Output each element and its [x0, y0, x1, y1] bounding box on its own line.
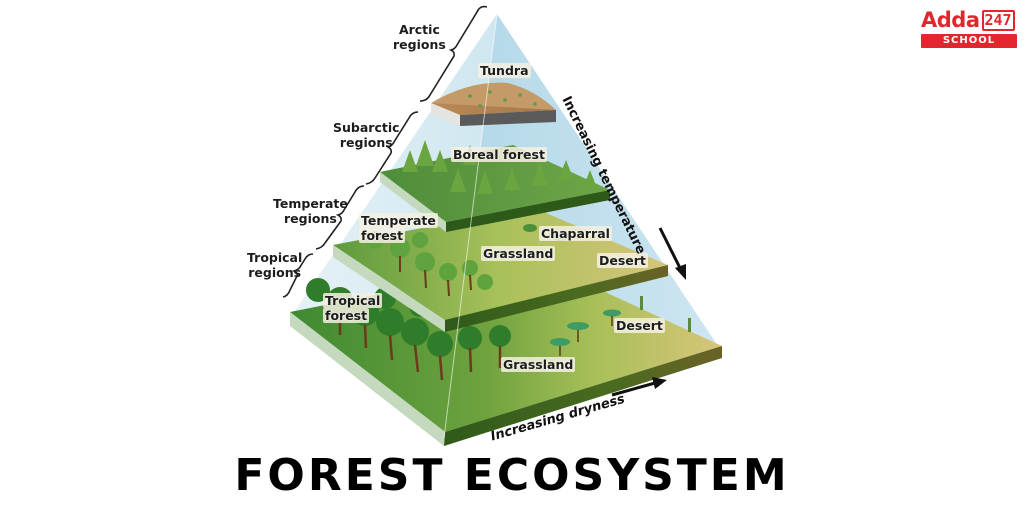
adda247-school-logo[interactable]: Adda 247 SCHOOL	[921, 8, 1017, 50]
logo-number: 247	[981, 9, 1015, 31]
biome-label-tropical-desert: Desert	[614, 318, 665, 333]
biome-label-temperate-grassland: Grassland	[481, 246, 556, 261]
dryness-arrow	[611, 377, 667, 397]
biome-label-line: Temperate	[359, 213, 438, 228]
region-label-line: regions	[393, 37, 446, 52]
biome-label-tropical-grassland: Grassland	[501, 357, 576, 372]
biome-label-line: forest	[359, 228, 406, 243]
logo-school-badge: SCHOOL	[921, 34, 1017, 48]
biome-label-temperate-desert: Desert	[597, 253, 648, 268]
biome-label-chaparral: Chaparral	[539, 226, 612, 241]
region-label-line: Tropical	[247, 250, 303, 265]
region-label-temperate: Temperate regions	[273, 196, 348, 226]
logo-wordmark: Adda 247	[921, 8, 1015, 32]
temperate-brace	[315, 185, 365, 250]
region-label-line: Temperate	[273, 196, 348, 211]
boreal-layer	[380, 140, 610, 232]
region-label-line: regions	[339, 135, 393, 150]
biome-label-temperate-forest: Temperate forest	[359, 213, 438, 243]
biome-label-tundra: Tundra	[478, 63, 531, 78]
region-label-line: regions	[284, 211, 337, 226]
arctic-brace	[419, 5, 488, 102]
tropical-brace	[282, 253, 314, 298]
region-braces	[282, 5, 488, 298]
biome-label-line: Tropical	[323, 293, 383, 308]
region-label-line: regions	[248, 265, 302, 280]
biome-label-line: forest	[323, 308, 370, 323]
region-label-line: Subarctic	[333, 120, 400, 135]
biome-label-boreal-forest: Boreal forest	[451, 147, 547, 162]
region-label-line: Arctic	[398, 22, 440, 37]
subarctic-brace	[365, 111, 419, 185]
region-label-tropical: Tropical regions	[247, 250, 302, 280]
page-title: FOREST ECOSYSTEM	[234, 450, 790, 501]
temperature-arrow	[658, 227, 686, 280]
logo-brand: Adda	[921, 8, 980, 32]
biome-label-tropical-forest: Tropical forest	[323, 293, 383, 323]
region-label-subarctic: Subarctic regions	[333, 120, 400, 150]
region-label-arctic: Arctic regions	[393, 22, 446, 52]
